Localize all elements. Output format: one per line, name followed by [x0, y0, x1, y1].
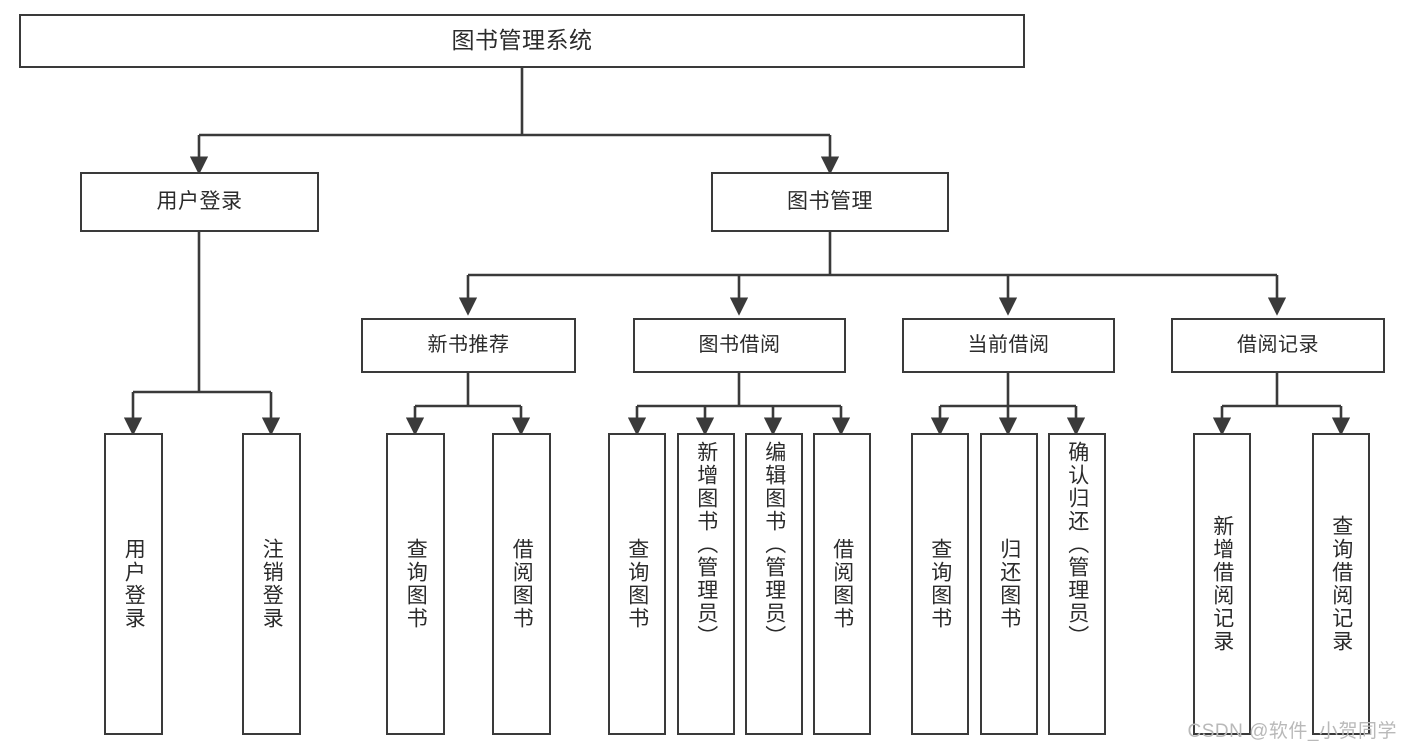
node-current-borrow[interactable]: 当前借阅 — [902, 318, 1115, 373]
node-label: 借阅图书 — [510, 538, 534, 630]
node-label: 新增借阅记录 — [1210, 515, 1234, 653]
leaf-new-book-borrow[interactable]: 借阅图书 — [492, 433, 551, 735]
leaf-borrow-record-add[interactable]: 新增借阅记录 — [1193, 433, 1251, 735]
node-label: 借阅图书 — [830, 538, 854, 630]
leaf-borrow-record-query[interactable]: 查询借阅记录 — [1312, 433, 1370, 735]
leaf-current-borrow-query[interactable]: 查询图书 — [911, 433, 969, 735]
node-label: 借阅记录 — [1237, 333, 1319, 356]
node-label: 查询图书 — [625, 538, 649, 630]
leaf-user-login-logout[interactable]: 注销登录 — [242, 433, 301, 735]
node-label: 查询图书 — [404, 538, 428, 630]
node-label: 新书推荐 — [427, 333, 510, 356]
node-label: 图书管理 — [787, 189, 873, 213]
node-label: 新增图书（管理员） — [694, 441, 718, 648]
node-label: 图书借阅 — [698, 333, 781, 356]
leaf-book-borrow-query[interactable]: 查询图书 — [608, 433, 666, 735]
node-book-management[interactable]: 图书管理 — [711, 172, 949, 232]
node-label: 查询图书 — [928, 538, 952, 630]
node-label: 当前借阅 — [967, 333, 1050, 356]
node-label: 图书管理系统 — [451, 27, 593, 54]
node-borrow-record[interactable]: 借阅记录 — [1171, 318, 1385, 373]
node-book-borrow[interactable]: 图书借阅 — [633, 318, 846, 373]
leaf-book-borrow-borrow[interactable]: 借阅图书 — [813, 433, 871, 735]
leaf-user-login-login[interactable]: 用户登录 — [104, 433, 163, 735]
node-label: 编辑图书（管理员） — [762, 441, 786, 648]
leaf-new-book-query[interactable]: 查询图书 — [386, 433, 445, 735]
node-label: 用户登录 — [156, 189, 243, 213]
node-label: 注销登录 — [260, 538, 284, 630]
node-new-book-recommend[interactable]: 新书推荐 — [361, 318, 576, 373]
node-user-login[interactable]: 用户登录 — [80, 172, 319, 232]
leaf-book-borrow-edit[interactable]: 编辑图书（管理员） — [745, 433, 803, 735]
node-label: 用户登录 — [122, 538, 146, 630]
leaf-current-borrow-confirm-return[interactable]: 确认归还（管理员） — [1048, 433, 1106, 735]
node-root-system[interactable]: 图书管理系统 — [19, 14, 1025, 68]
leaf-book-borrow-add[interactable]: 新增图书（管理员） — [677, 433, 735, 735]
node-label: 归还图书 — [997, 538, 1021, 630]
leaf-current-borrow-return[interactable]: 归还图书 — [980, 433, 1038, 735]
node-label: 确认归还（管理员） — [1065, 441, 1089, 648]
csdn-watermark: CSDN @软件_小贺同学 — [1187, 721, 1397, 742]
node-label: 查询借阅记录 — [1329, 515, 1353, 653]
